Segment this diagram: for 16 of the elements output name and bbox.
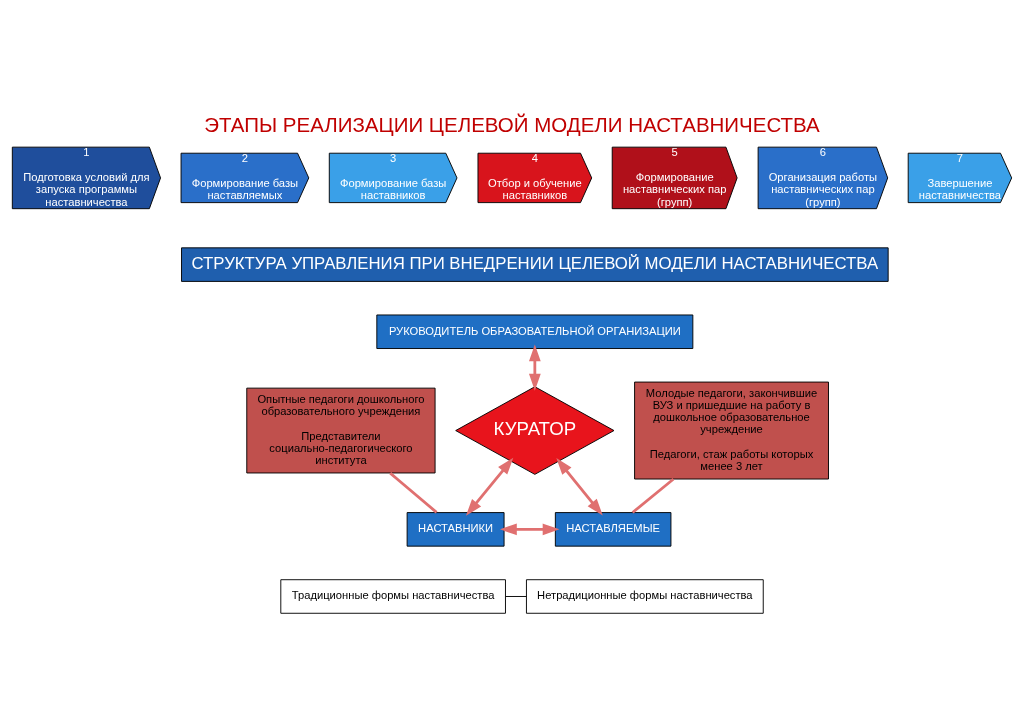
node-box: НАСТАВНИКИ [406, 511, 505, 547]
diagram-title: ЭТАПЫ РЕАЛИЗАЦИИ ЦЕЛЕВОЙ МОДЕЛИ НАСТАВНИЧЕСТВА [204, 112, 820, 136]
arrow [528, 343, 541, 391]
node-box: РУКОВОДИТЕЛЬ ОБРАЗОВАТЕЛЬНОЙ ОРГАНИЗАЦИИ [376, 314, 694, 349]
arrow [500, 522, 560, 535]
node-box: Нетрадиционные формы наставничества [526, 578, 764, 614]
connector [389, 471, 438, 513]
node-box: СТРУКТУРА УПРАВЛЕНИЯ ПРИ ВНЕДРЕНИИ ЦЕЛЕВОЙ МОДЕЛИ НАСТАВНИЧЕСТВА [181, 246, 889, 282]
connector [505, 595, 527, 597]
connector [631, 477, 675, 514]
node-box: Молодые педагоги, закончившие ВУЗ и пришедшие на работу в дошкольное образовательное учреждение Педагоги, стаж работы которых менее 3 лет [634, 381, 829, 479]
arrow [556, 457, 603, 516]
node-box: НАСТАВЛЯЕМЫЕ [554, 511, 672, 547]
node-box: Опытные педагоги дошкольного образовательного учреждения Представители социально-педагогического института [246, 387, 436, 473]
node-box: Традиционные формы наставничества [280, 578, 506, 614]
arrow [465, 457, 514, 516]
